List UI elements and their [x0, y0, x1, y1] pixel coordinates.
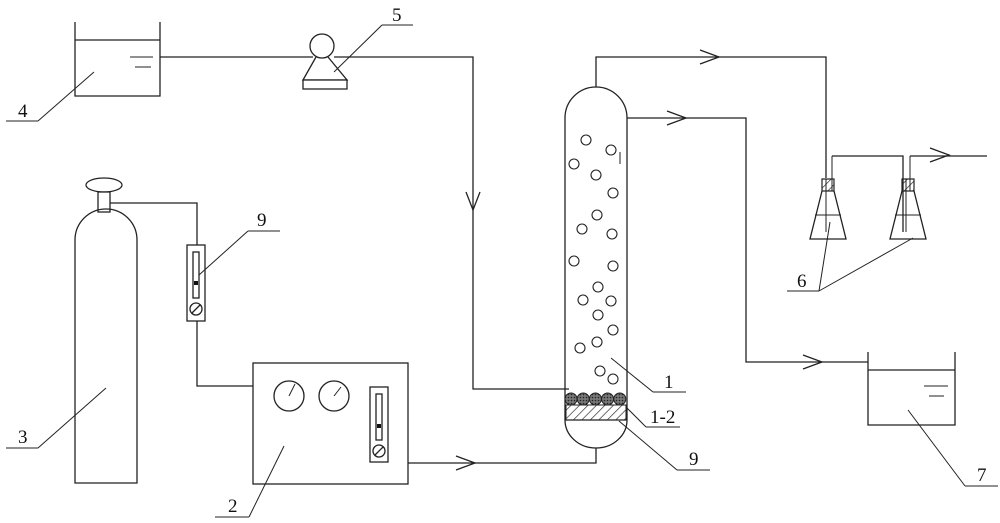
leader-reactor: [610, 357, 686, 393]
bubble: [591, 336, 603, 348]
pump: [301, 33, 349, 90]
pipe-reactor-to-tank: [627, 117, 868, 363]
reactor-column: [564, 86, 628, 449]
bubble: [592, 309, 604, 321]
pipe-flowmeter-to-controller: [196, 321, 253, 387]
bubble: [580, 134, 592, 146]
bubble: [568, 158, 580, 170]
bubble: [607, 373, 619, 385]
absorption-bottle-2: [889, 156, 927, 240]
leader-pump: [333, 24, 413, 73]
flow-arrow-gas: [455, 455, 477, 471]
bubble: [576, 223, 588, 235]
absorption-bottle-1: [809, 156, 847, 240]
flow-arrow-vent: [929, 147, 951, 163]
packing-granule: [564, 392, 578, 406]
bubble: [606, 228, 618, 240]
label-pump: 5: [392, 5, 402, 26]
bubble: [574, 342, 586, 354]
leader-collection-tank: [907, 409, 998, 487]
label-reactor: 1: [664, 372, 674, 393]
flow-arrow-gas-out: [699, 49, 721, 65]
bubble: [592, 281, 604, 293]
label-feed-tank: 4: [18, 101, 28, 122]
label-collection-tank: 7: [977, 465, 987, 486]
bubbles: [568, 134, 619, 385]
collection-tank: [867, 352, 956, 426]
label-distributor: 9: [689, 449, 699, 470]
bubble: [590, 169, 602, 181]
label-packing-layer: 1-2: [650, 407, 675, 428]
bubble: [577, 294, 589, 306]
pipe-pump-to-reactor: [334, 56, 569, 390]
flow-arrow-down: [465, 191, 481, 212]
label-absorption-bottles: 6: [797, 271, 807, 292]
bubble: [607, 260, 619, 272]
bubble: [605, 144, 617, 156]
gas-controller: [252, 362, 409, 485]
label-flowmeter: 9: [257, 210, 267, 231]
flow-arrow-to-tank: [802, 354, 824, 370]
pipe-reactor-to-bottles: [595, 56, 827, 178]
feed-tank: [74, 22, 161, 97]
leader-distributor: [618, 420, 710, 471]
flowmeter: [186, 244, 206, 322]
packing-granule: [613, 392, 627, 406]
bubble: [605, 295, 617, 307]
pipe-cylinder-to-flowmeter: [110, 202, 198, 245]
packing-layer: [564, 392, 627, 406]
packing-granule: [576, 392, 590, 406]
packing-granule: [588, 392, 602, 406]
leader-controller: [215, 445, 285, 518]
leader-absorption-bottles: [787, 221, 914, 292]
pipe-bottle-to-bottle: [832, 155, 904, 232]
label-controller: 2: [228, 496, 238, 517]
bubble: [568, 255, 580, 267]
bubble: [607, 324, 619, 336]
leader-packing-layer: [625, 406, 680, 428]
gas-cylinder: [74, 177, 138, 484]
label-gas-cylinder: 3: [18, 427, 28, 448]
flow-arrow-liquid-out: [666, 110, 688, 126]
pipe-controller-to-reactor: [408, 448, 597, 464]
leader-gas-cylinder: [6, 387, 107, 449]
bubble: [594, 365, 606, 377]
bubble: [607, 187, 619, 199]
leader-feed-tank: [6, 71, 95, 122]
distributor-plate: [565, 404, 627, 421]
bubble: [591, 209, 603, 221]
packing-granule: [601, 392, 615, 406]
leader-flowmeter: [198, 230, 280, 276]
